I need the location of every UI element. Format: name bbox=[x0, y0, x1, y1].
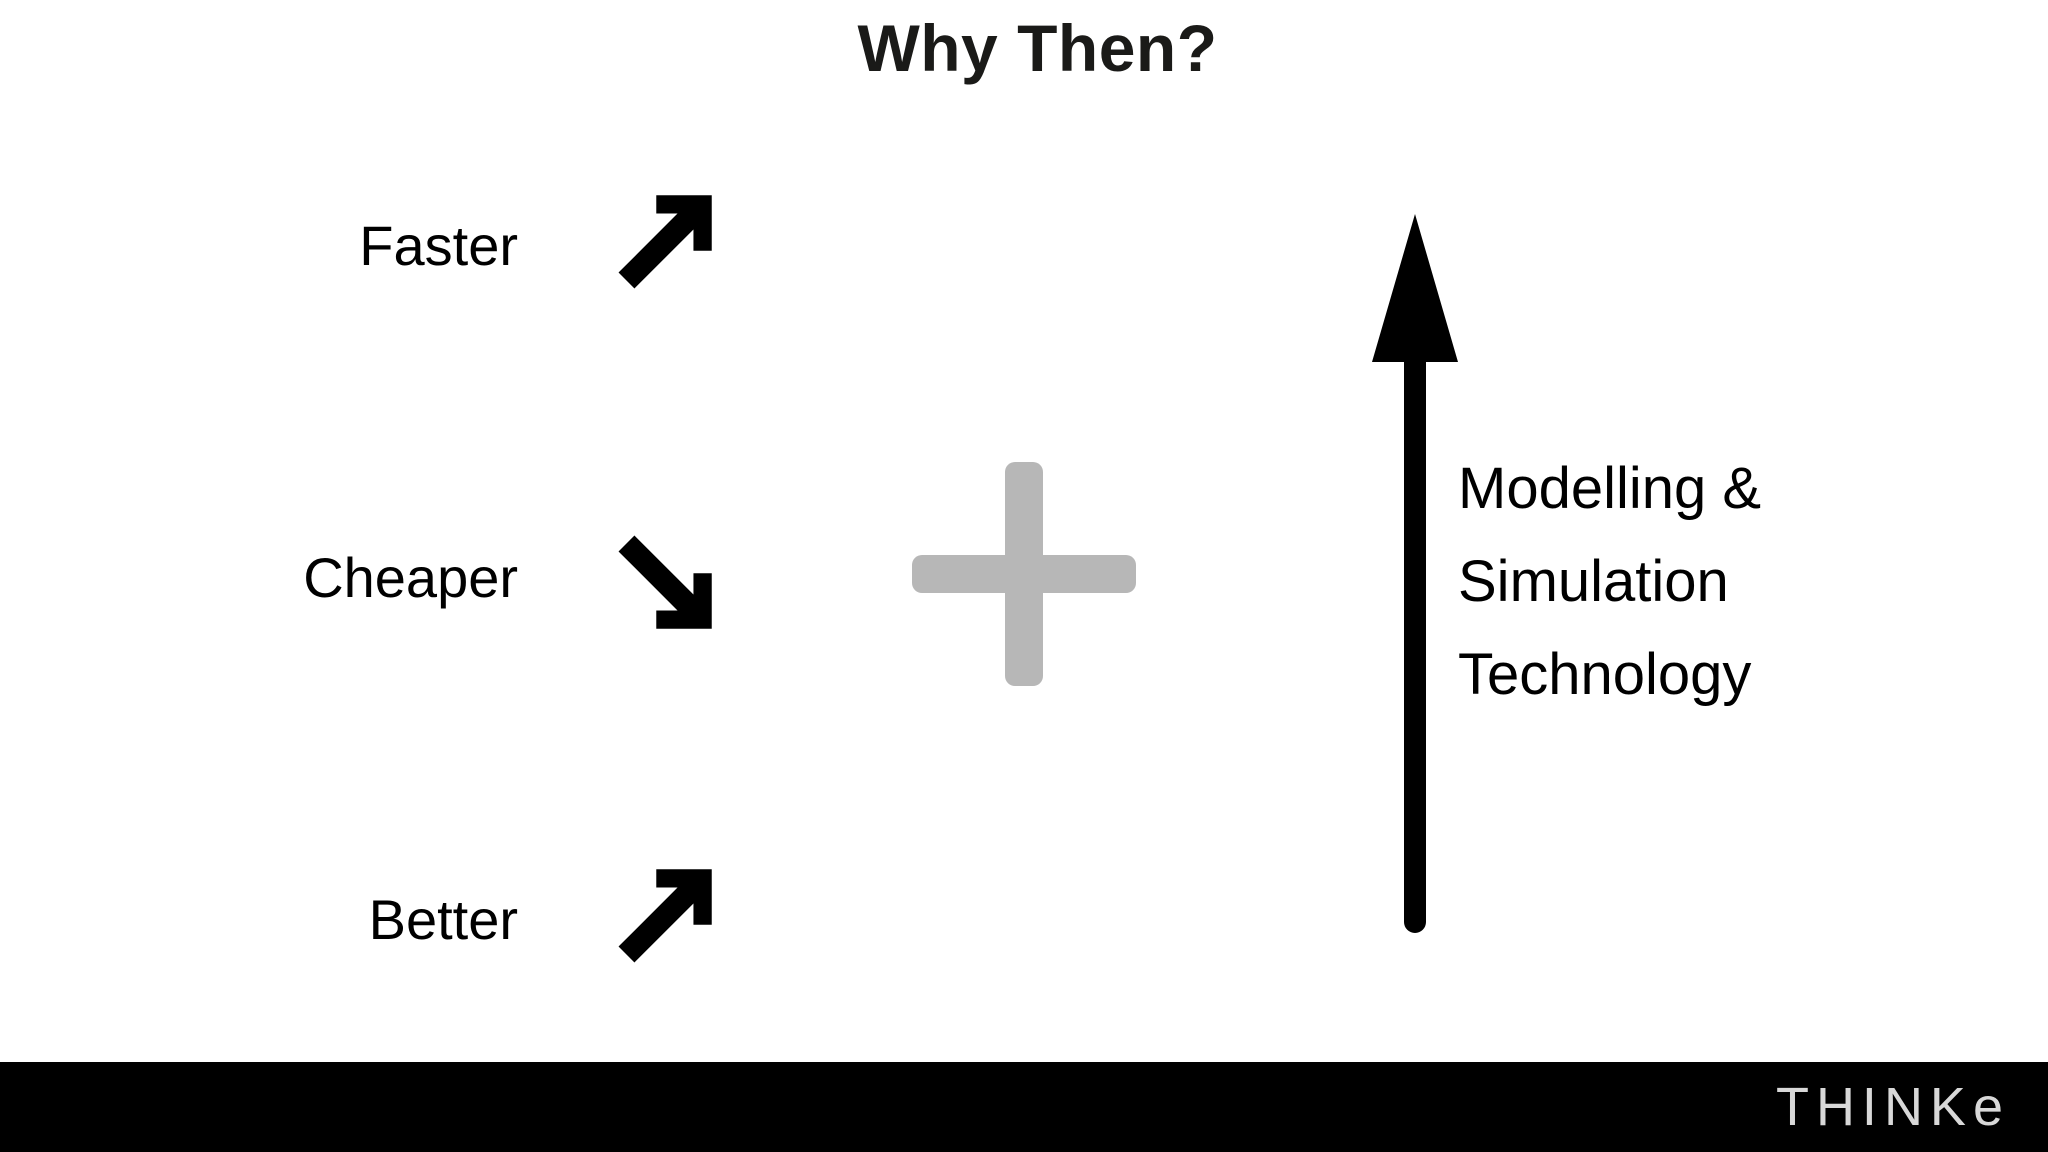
benefit-row-faster: Faster bbox=[120, 186, 720, 306]
arrow-up-right-icon bbox=[602, 861, 720, 979]
benefit-label-cheaper: Cheaper bbox=[303, 546, 518, 609]
brand-logo-upper: THINK bbox=[1775, 1077, 1973, 1137]
benefit-label-better: Better bbox=[368, 888, 518, 951]
plus-icon-vertical-bar bbox=[1005, 462, 1043, 686]
benefit-row-cheaper: Cheaper bbox=[120, 518, 720, 638]
outcome-caption-line-3: Technology bbox=[1458, 642, 1752, 707]
outcome-caption: Modelling & Simulation Technology bbox=[1458, 442, 1978, 721]
arrow-down-right-icon bbox=[602, 519, 720, 637]
benefit-label-faster: Faster bbox=[359, 214, 518, 277]
brand-logo-lower: e bbox=[1972, 1077, 2010, 1137]
arrow-up-right-icon bbox=[602, 187, 720, 305]
outcome-caption-line-1: Modelling & bbox=[1458, 456, 1762, 521]
brand-logo: THINKe bbox=[1776, 1078, 2010, 1136]
plus-icon bbox=[912, 462, 1136, 686]
page-title: Why Then? bbox=[857, 11, 1218, 85]
benefit-row-better: Better bbox=[120, 860, 720, 980]
footer-bar: THINKe bbox=[0, 1062, 2048, 1152]
arrow-up-icon bbox=[1350, 210, 1480, 950]
outcome-caption-line-2: Simulation bbox=[1458, 549, 1729, 614]
